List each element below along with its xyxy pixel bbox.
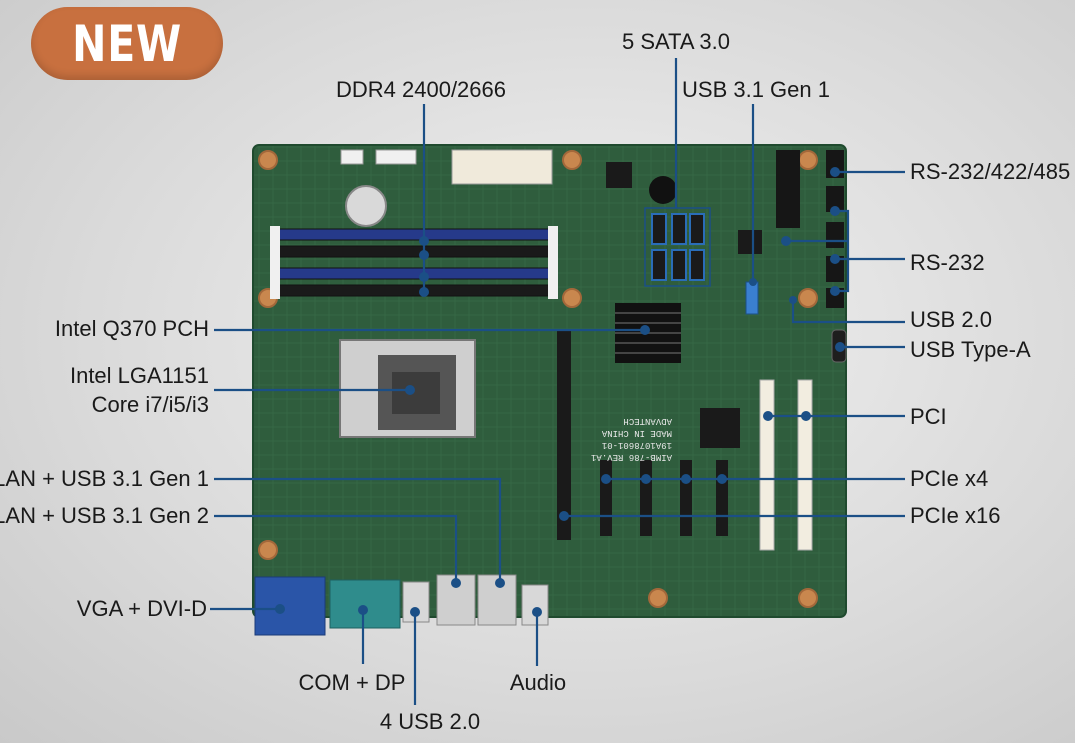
new-badge-text: NEW xyxy=(71,14,183,73)
com-headers xyxy=(776,150,844,308)
label-lan2: LAN + USB 3.1 Gen 2 xyxy=(0,503,209,528)
label-pch: Intel Q370 PCH xyxy=(54,316,209,341)
com-dp-connector xyxy=(329,579,401,629)
silkscreen-part: 19A1078601-01 xyxy=(602,440,672,450)
audio-connector xyxy=(521,584,549,626)
label-usb20-right: USB 2.0 xyxy=(910,307,992,332)
label-vga-dvi: VGA + DVI-D xyxy=(76,596,207,621)
io-chip xyxy=(700,408,740,448)
label-cpu-line1: Intel LGA1151 xyxy=(69,363,209,388)
label-usb-type-a: USB Type-A xyxy=(910,337,1031,362)
label-pcie-x16: PCIe x16 xyxy=(910,503,1001,528)
pci-slots xyxy=(759,379,813,551)
label-pci: PCI xyxy=(910,404,947,429)
lan-usb-connector-2 xyxy=(436,574,476,626)
label-lan1: LAN + USB 3.1 Gen 1 xyxy=(0,466,209,491)
label-audio: Audio xyxy=(509,670,567,695)
label-usb31-top: USB 3.1 Gen 1 xyxy=(682,77,830,102)
leader-lan1 xyxy=(214,477,502,583)
leader-rs232 xyxy=(786,209,905,293)
label-pcie-x4: PCIe x4 xyxy=(910,466,989,491)
cmos-battery xyxy=(345,185,387,227)
leader-lan2 xyxy=(214,514,458,583)
dimm-slots xyxy=(270,226,558,299)
new-badge: NEW xyxy=(31,7,223,80)
header-connector xyxy=(375,149,417,165)
silkscreen-model: AIMB-786 REV.A1 xyxy=(591,452,672,462)
sata-group-outline xyxy=(644,207,711,287)
mounting-holes xyxy=(258,150,818,608)
silkscreen-origin: MADE IN CHINA xyxy=(601,428,672,438)
sata-ports xyxy=(651,213,705,281)
leader-dots xyxy=(275,167,845,617)
header-connector xyxy=(340,149,364,165)
label-ddr4: DDR4 2400/2666 xyxy=(335,77,507,102)
chip xyxy=(738,230,762,254)
label-com-dp: COM + DP xyxy=(298,670,406,695)
chip xyxy=(606,162,632,188)
usb31-header xyxy=(745,281,759,315)
vga-dvi-connector xyxy=(254,576,326,636)
leader-usb20-right xyxy=(791,300,905,324)
board-silkscreen: AIMB-786 REV.A1 19A1078601-01 MADE IN CH… xyxy=(591,416,672,462)
leader-lines xyxy=(210,58,905,705)
label-sata: 5 SATA 3.0 xyxy=(621,29,731,54)
label-usb20-bottom: 4 USB 2.0 xyxy=(379,709,481,734)
label-rs232-422-485: RS-232/422/485 xyxy=(910,159,1071,184)
lan-usb-connector-1 xyxy=(477,574,517,626)
label-rs232: RS-232 xyxy=(910,250,985,275)
atx-power-connector xyxy=(451,149,553,185)
silkscreen-brand: ADVANTECH xyxy=(623,416,672,426)
buzzer xyxy=(649,176,677,204)
pcie-x16-slot xyxy=(557,330,571,540)
label-cpu-line2: Core i7/i5/i3 xyxy=(91,392,209,417)
